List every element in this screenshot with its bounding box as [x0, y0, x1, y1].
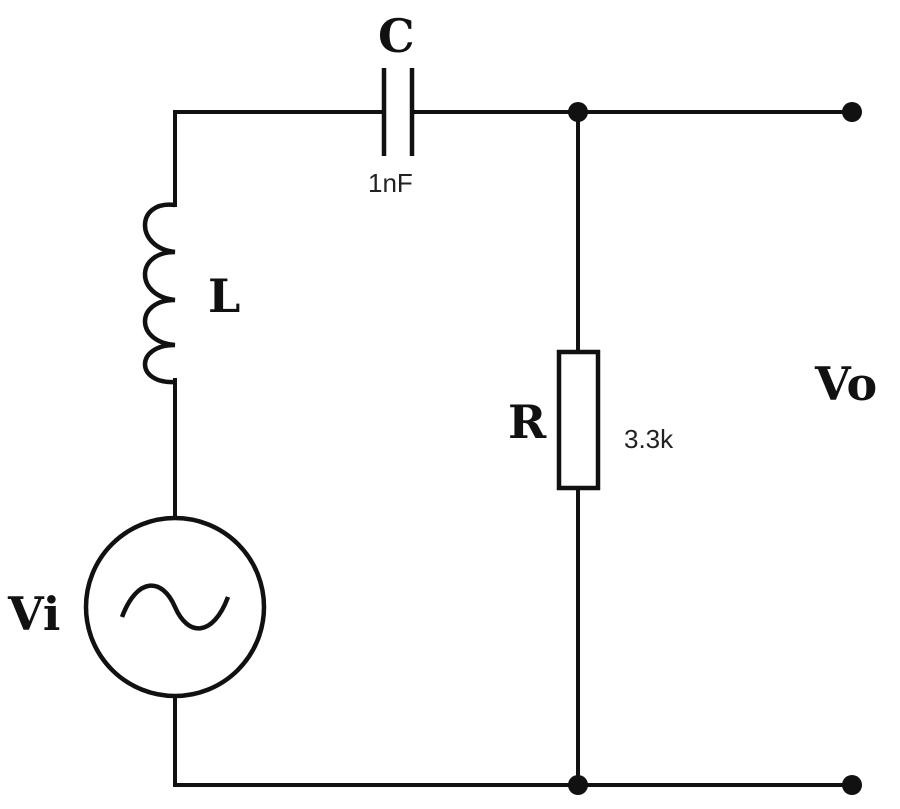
output-label: Vo: [814, 357, 877, 411]
wire-left-lower: [173, 695, 854, 787]
resistor-value: 3.3k: [624, 424, 674, 454]
ac-source-circle: [83, 515, 267, 699]
ac-source: [83, 515, 267, 699]
nodes: [568, 102, 862, 795]
capacitor-label: C: [378, 9, 415, 63]
sine-wave-icon: [119, 583, 231, 631]
junction-top: [568, 102, 588, 122]
capacitor-value: 1nF: [368, 168, 413, 198]
inductor-label: L: [208, 269, 240, 323]
wire-left-upper: [173, 110, 384, 207]
resistor-label: R: [508, 395, 547, 449]
capacitor: [381, 68, 415, 156]
wires: [173, 110, 854, 787]
output-terminal-top: [842, 102, 862, 122]
output-terminal-bottom: [842, 775, 862, 795]
inductor: [142, 202, 176, 385]
resistor: [556, 349, 601, 491]
junction-bottom: [568, 775, 588, 795]
source-label: Vi: [7, 587, 60, 641]
inductor-coil: [142, 202, 176, 385]
